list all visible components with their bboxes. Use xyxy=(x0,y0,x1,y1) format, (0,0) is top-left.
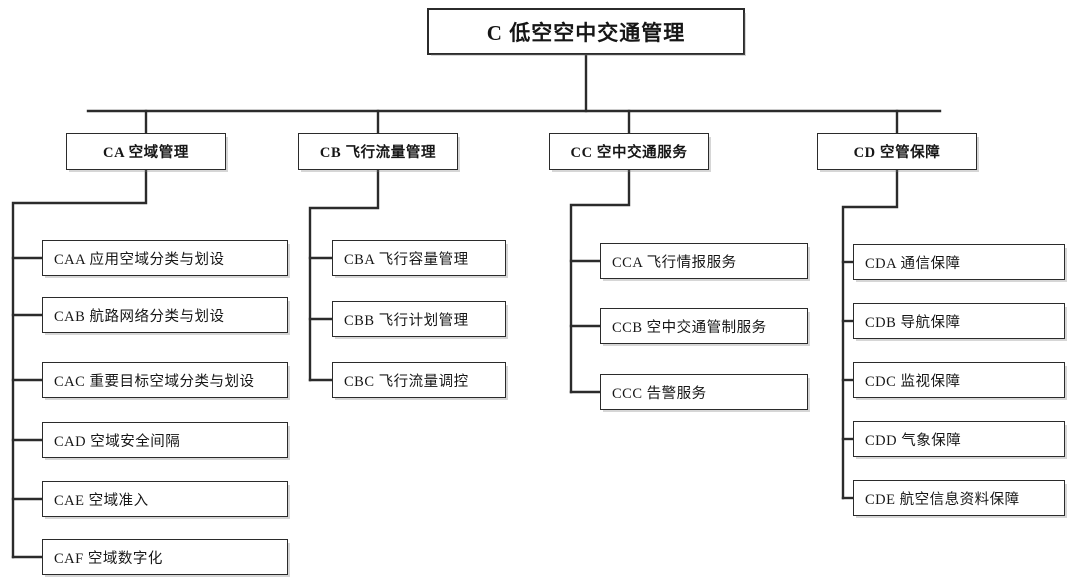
node-cde[interactable]: CDE 航空信息资料保障 xyxy=(853,480,1067,518)
node-cdb[interactable]: CDB 导航保障 xyxy=(853,303,1067,341)
node-label: CAD 空域安全间隔 xyxy=(54,433,181,450)
node-label: CDB 导航保障 xyxy=(865,314,961,331)
node-label: CDA 通信保障 xyxy=(865,255,961,272)
node-label: CBB 飞行计划管理 xyxy=(344,312,469,329)
node-ccb[interactable]: CCB 空中交通管制服务 xyxy=(600,308,810,346)
node-label: CAB 航路网络分类与划设 xyxy=(54,308,225,325)
node-cda[interactable]: CDA 通信保障 xyxy=(853,244,1067,282)
node-caf[interactable]: CAF 空域数字化 xyxy=(42,539,290,577)
node-label: CCC 告警服务 xyxy=(612,385,707,402)
node-label: CBA 飞行容量管理 xyxy=(344,251,469,268)
node-label: CAC 重要目标空域分类与划设 xyxy=(54,373,255,390)
node-label: CC 空中交通服务 xyxy=(570,145,688,161)
node-cac[interactable]: CAC 重要目标空域分类与划设 xyxy=(42,362,290,400)
node-root-c[interactable]: C 低空空中交通管理 xyxy=(427,8,746,56)
node-ccc[interactable]: CCC 告警服务 xyxy=(600,374,810,412)
node-label: CCB 空中交通管制服务 xyxy=(612,319,767,336)
node-cd[interactable]: CD 空管保障 xyxy=(817,133,979,172)
node-cbc[interactable]: CBC 飞行流量调控 xyxy=(332,362,508,400)
node-label: CAA 应用空域分类与划设 xyxy=(54,251,225,268)
node-cba[interactable]: CBA 飞行容量管理 xyxy=(332,240,508,278)
node-ca[interactable]: CA 空域管理 xyxy=(66,133,228,172)
node-cb[interactable]: CB 飞行流量管理 xyxy=(298,133,460,172)
node-label: CBC 飞行流量调控 xyxy=(344,373,469,390)
wire-spine-cc xyxy=(569,168,631,394)
node-cdc[interactable]: CDC 监视保障 xyxy=(853,362,1067,400)
node-cc[interactable]: CC 空中交通服务 xyxy=(549,133,711,172)
node-label: CDD 气象保障 xyxy=(865,432,962,449)
node-label: CAE 空域准入 xyxy=(54,492,149,509)
node-label: C 低空空中交通管理 xyxy=(486,20,686,45)
node-cab[interactable]: CAB 航路网络分类与划设 xyxy=(42,297,290,335)
node-caa[interactable]: CAA 应用空域分类与划设 xyxy=(42,240,290,278)
node-label: CD 空管保障 xyxy=(853,145,941,161)
node-cca[interactable]: CCA 飞行情报服务 xyxy=(600,243,810,281)
node-cdd[interactable]: CDD 气象保障 xyxy=(853,421,1067,459)
node-label: CDC 监视保障 xyxy=(865,373,961,390)
node-label: CB 飞行流量管理 xyxy=(319,145,437,161)
node-cad[interactable]: CAD 空域安全间隔 xyxy=(42,422,290,460)
node-label: CAF 空域数字化 xyxy=(54,550,163,567)
node-label: CA 空域管理 xyxy=(103,145,189,161)
node-cbb[interactable]: CBB 飞行计划管理 xyxy=(332,301,508,339)
node-label: CCA 飞行情报服务 xyxy=(612,254,737,271)
node-cae[interactable]: CAE 空域准入 xyxy=(42,481,290,519)
node-label: CDE 航空信息资料保障 xyxy=(865,491,1020,508)
